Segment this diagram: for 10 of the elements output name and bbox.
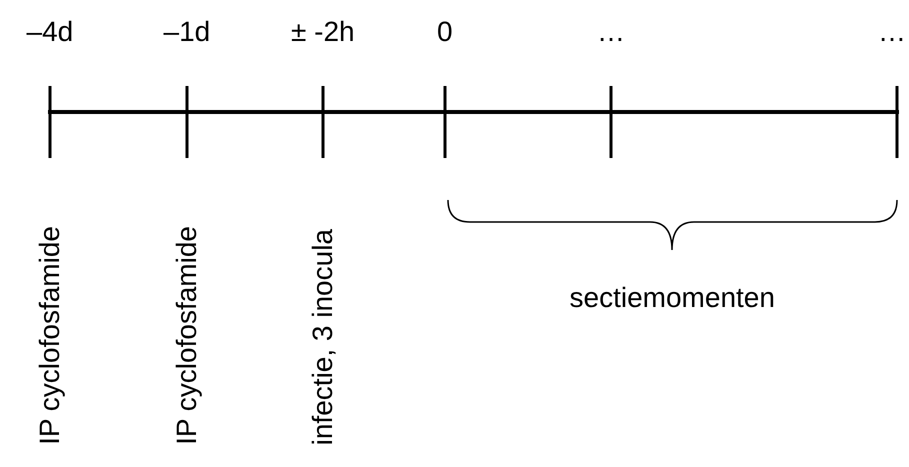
period-label: sectiemomenten (570, 284, 775, 312)
time-label: ± -2h (291, 18, 355, 46)
time-label: 0 (437, 18, 453, 46)
event-label: IP cyclofosfamide (36, 226, 64, 445)
time-label: … (878, 18, 906, 46)
event-label: IP cyclofosfamide (173, 226, 201, 445)
event-label: infectie, 3 inocula (309, 228, 337, 445)
time-label: … (597, 18, 625, 46)
time-label: –4d (26, 18, 74, 46)
time-label: –1d (164, 18, 210, 46)
